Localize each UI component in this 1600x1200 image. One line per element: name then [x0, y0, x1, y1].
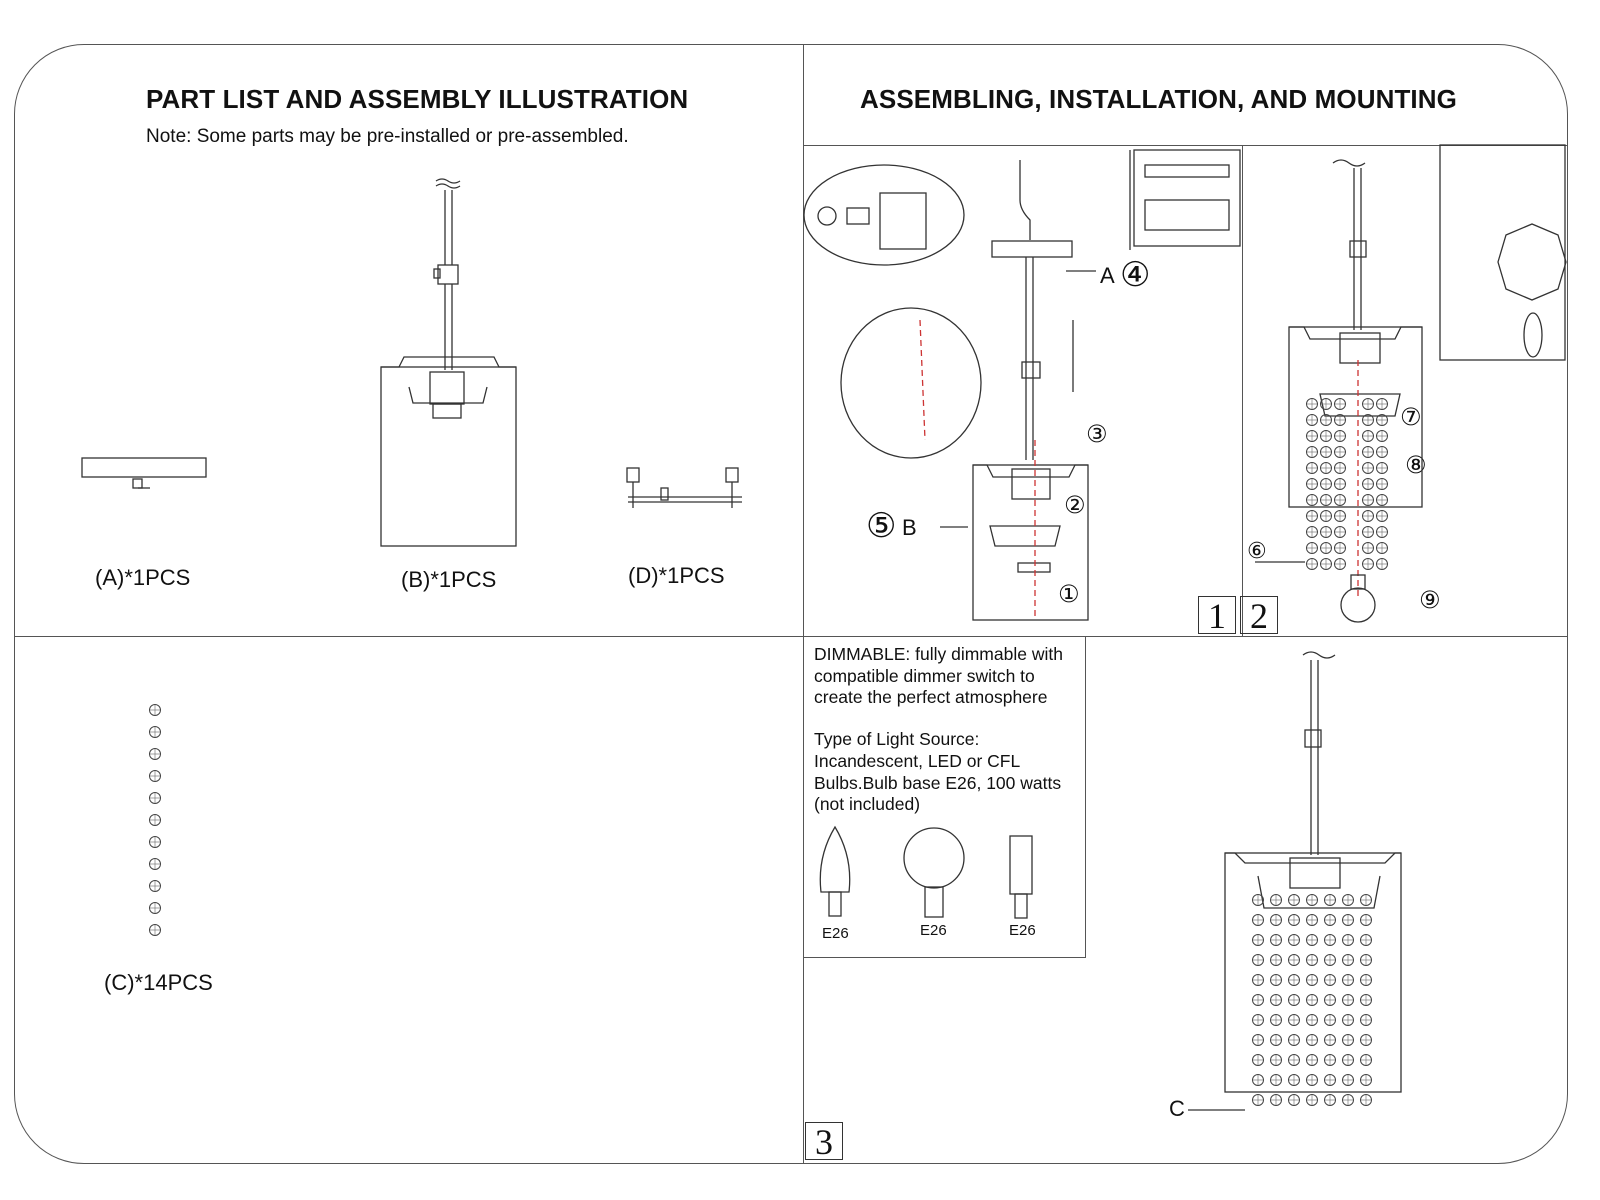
step-1-assembly-drawing — [803, 149, 1241, 621]
part-d-label: (D)*1PCS — [628, 563, 725, 588]
step-2-crystal-drawing — [1255, 144, 1567, 623]
part-c-label: (C)*14PCS — [104, 970, 213, 995]
callout-b: B — [902, 515, 917, 540]
step-panel-divider — [1242, 145, 1243, 636]
step-panel-2-number: 2 — [1240, 596, 1278, 635]
pendant-fixture-part-b — [380, 178, 517, 547]
candle-bulb-icon — [819, 825, 851, 917]
step-2-bead-strands — [1306, 398, 1388, 570]
bulb-base-label: E26 — [920, 922, 947, 939]
mounting-bracket-part-d — [626, 467, 742, 508]
step-3-finished-fixture — [1188, 651, 1402, 1111]
callout-step-4: ④ — [1120, 256, 1151, 294]
part-list-title: PART LIST AND ASSEMBLY ILLUSTRATION — [146, 84, 689, 114]
step-panel-1-number: 1 — [1198, 596, 1236, 635]
callout-step-6: ⑥ — [1247, 538, 1267, 563]
tube-bulb-icon — [1009, 835, 1033, 919]
middle-divider — [14, 636, 1568, 637]
pre-assembled-note: Note: Some parts may be pre-installed or… — [146, 126, 629, 147]
right-title-divider — [803, 145, 1568, 146]
callout-step-5: ⑤ — [866, 507, 897, 545]
canopy-plate-part-a — [81, 457, 207, 489]
callout-step-3: ③ — [1086, 421, 1108, 448]
part-b-label: (B)*1PCS — [401, 567, 497, 592]
instruction-sheet-border — [14, 44, 1568, 1164]
step-3-bead-curtain — [1252, 894, 1372, 1106]
callout-step-8: ⑧ — [1405, 452, 1427, 479]
light-source-heading: Type of Light Source: — [814, 729, 980, 749]
globe-bulb-icon — [903, 827, 965, 918]
callout-step-2: ② — [1064, 492, 1086, 519]
callout-step-1: ① — [1058, 581, 1080, 608]
light-source-text: Incandescent, LED or CFL Bulbs.Bulb base… — [814, 751, 1062, 814]
step-panel-3-number: 3 — [805, 1122, 843, 1161]
light-source-info-box — [803, 636, 1086, 958]
bulb-base-label: E26 — [1009, 922, 1036, 939]
crystal-strand-part-c — [149, 704, 161, 936]
center-divider — [803, 44, 804, 1164]
dimmable-text: DIMMABLE: fully dimmable with compatible… — [814, 644, 1063, 707]
callout-step-9: ⑨ — [1419, 587, 1441, 614]
assembly-title: ASSEMBLING, INSTALLATION, AND MOUNTING — [860, 84, 1457, 114]
bulb-base-label: E26 — [822, 925, 849, 942]
part-a-label: (A)*1PCS — [95, 565, 191, 590]
callout-a: A — [1100, 263, 1115, 288]
callout-c: C — [1169, 1096, 1185, 1121]
callout-step-7: ⑦ — [1400, 404, 1422, 431]
